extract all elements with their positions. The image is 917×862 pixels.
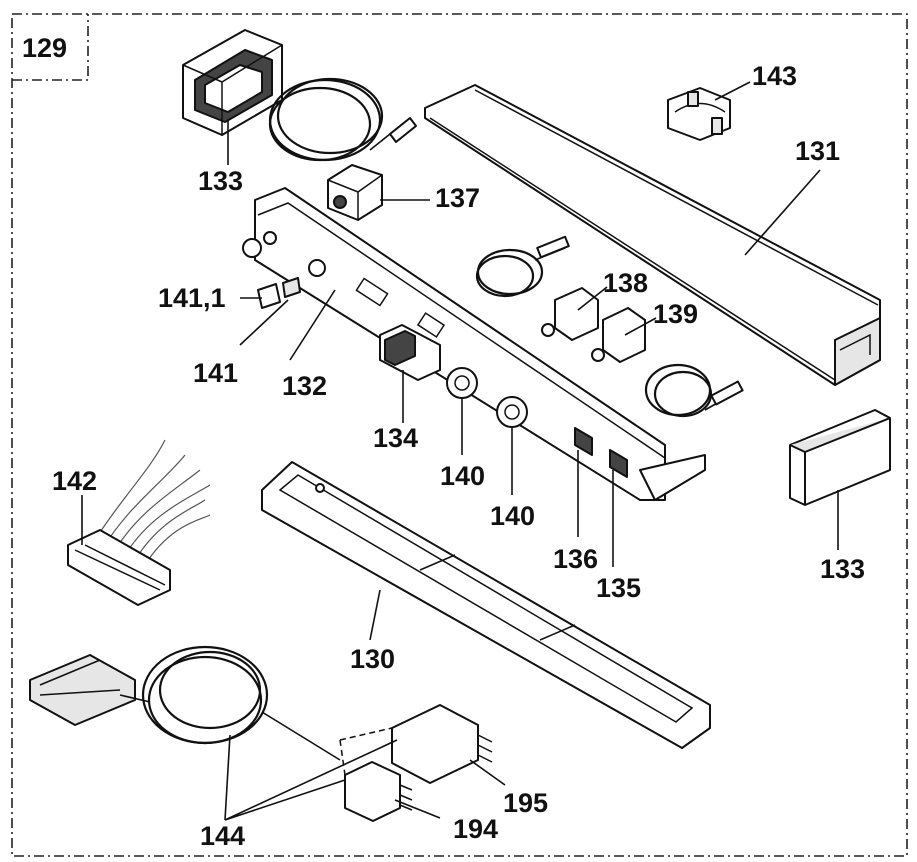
label-141: 141 [193,358,238,388]
label-140-b: 140 [490,501,535,531]
part-142-terminal-strip [67,439,211,606]
group-label-box [12,14,89,81]
part-130-base-frame [261,461,711,749]
label-144: 144 [200,821,245,851]
label-132: 132 [282,371,327,401]
label-133-top: 133 [198,166,243,196]
label-131: 131 [795,136,840,166]
part-133-housing-box-top [182,29,283,136]
label-137: 137 [435,183,480,213]
label-140-a: 140 [440,461,485,491]
part-143-cable-clamp [667,87,731,141]
part-132-front-panel [254,187,706,501]
diagram-labels: 129 133 137 143 131 141,1 141 132 138 13… [22,33,865,851]
label-133-right: 133 [820,554,865,584]
label-139: 139 [653,299,698,329]
label-143: 143 [752,61,797,91]
label-138: 138 [603,268,648,298]
label-135: 135 [596,573,641,603]
label-134: 134 [373,423,418,453]
label-130: 130 [350,644,395,674]
label-194: 194 [453,814,498,844]
diagram-frame [11,13,908,857]
label-195: 195 [503,788,548,818]
part-131-channel-cover [424,84,881,386]
leader-lines [81,81,839,821]
part-134-switch [379,324,441,381]
part-133-end-cap-right [789,409,891,506]
part-141-knobs [242,238,301,309]
part-144-cable-assembly [29,645,493,822]
group-label: 129 [22,33,67,63]
part-138-thermostat [475,235,599,341]
part-137-thermostat [268,77,417,221]
label-136: 136 [553,544,598,574]
part-139-thermostat [591,307,744,418]
label-142: 142 [52,466,97,496]
label-141-1: 141,1 [158,283,226,313]
